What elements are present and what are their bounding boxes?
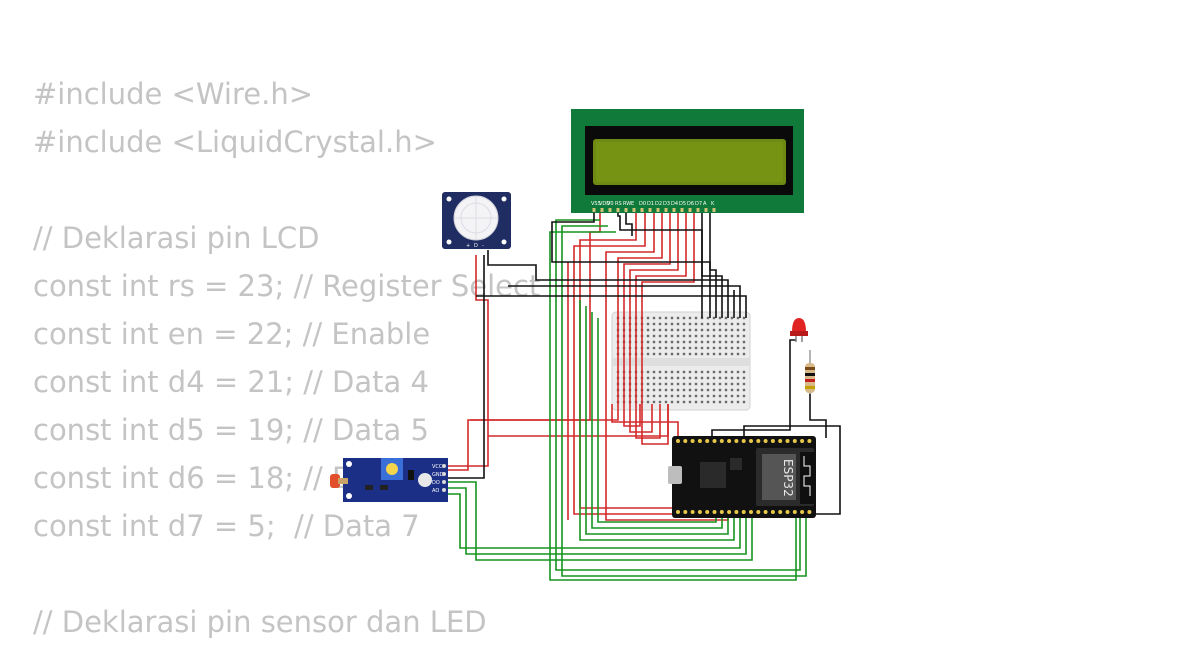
green-wires [448,219,807,581]
lcd-pin-label: D5 [679,201,686,207]
esp32-pin-headers [676,439,812,514]
code-line: // Deklarasi pin LCD [33,221,320,255]
usb-port [668,466,682,484]
lcd-pin-label: D7 [695,201,702,207]
code-line: const int d5 = 19; // Data 5 [33,413,429,447]
code-line: const int d6 = 18; // Data 6 [33,461,429,495]
lcd-pin-label: K [711,201,715,207]
lcd-pin-label: RS [615,201,622,207]
code-editor[interactable]: #include <Wire.h> #include <LiquidCrystal… [33,70,540,646]
pir-pin-label: + [466,243,470,249]
pir-pin-label: - [482,243,484,249]
code-line: const int en = 22; // Enable [33,317,431,351]
lcd-pin-label: E [631,201,634,207]
lcd-pin-label: D1 [647,201,654,207]
lcd-pin-label: D0 [639,201,646,207]
lcd-pin-label: D3 [663,201,670,207]
code-line: const int d4 = 21; // Data 4 [33,365,429,399]
code-line: #include <LiquidCrystal.h> [33,125,437,159]
ldr-pin-label: VCC [432,464,443,470]
lcd-pin-label: VSS [591,201,601,207]
esp32-board[interactable]: ESP32 [668,436,816,518]
breadboard[interactable] [611,311,751,411]
pir-motion-sensor[interactable]: + D - [442,192,511,249]
lcd-pin-label: D4 [671,201,678,207]
lcd-pin-label: D6 [687,201,694,207]
lcd-pin-label: V0 [607,201,614,207]
light-sensor-module[interactable]: VCC GND DO AO [330,458,448,502]
resistor[interactable] [805,350,815,394]
ldr-pin-label: DO [432,480,440,486]
code-line: const int d7 = 5; // Data 7 [33,509,420,543]
ldr-pin-label: AO [432,488,439,494]
lcd-pin-label: D2 [655,201,662,207]
code-line: #include <Wire.h> [33,77,314,111]
pir-pin-label: D [474,243,478,249]
ldr-pin-label: GND [432,472,444,478]
lcd-pin-label: RW [623,201,631,207]
photoresistor [330,474,340,488]
black-wires [448,205,841,515]
lcd-pin-label: VDD [599,201,610,207]
red-led[interactable] [790,318,808,342]
esp32-module-shield [762,454,796,500]
lcd-pin-label: A [703,201,707,207]
esp32-label: ESP32 [781,459,795,497]
